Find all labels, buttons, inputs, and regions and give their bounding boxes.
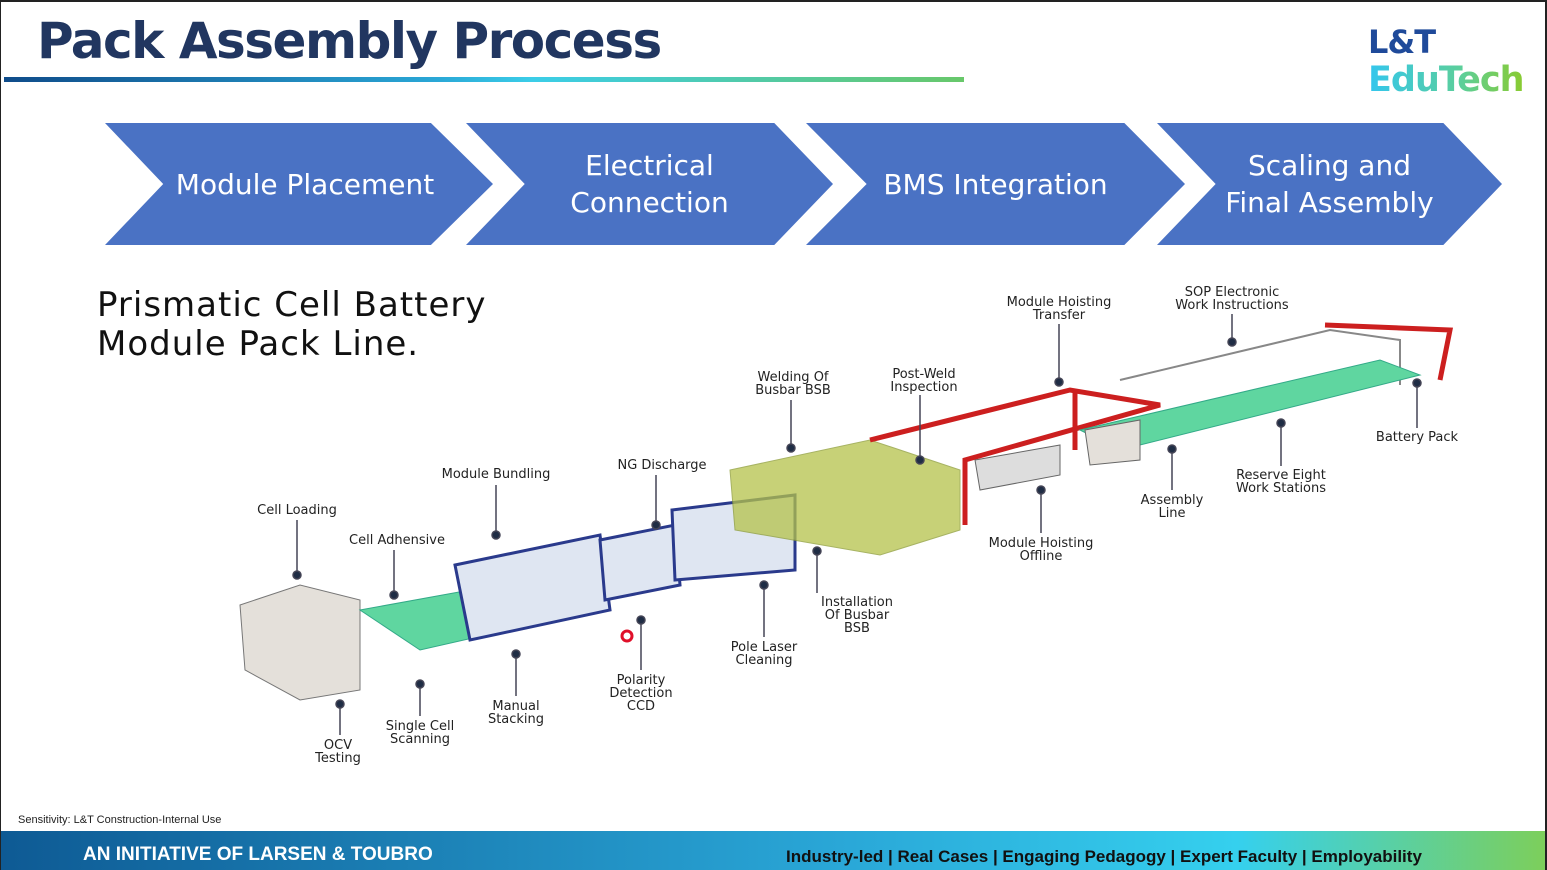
label-module-bundling: Module Bundling xyxy=(441,467,551,482)
line-illustration xyxy=(239,322,1454,701)
step-label: Scaling and Final Assembly xyxy=(1225,149,1434,219)
title-underline xyxy=(4,77,964,82)
footer-tagline: Industry-led | Real Cases | Engaging Ped… xyxy=(786,847,1422,866)
label-pole-laser: Pole Laser Cleaning xyxy=(730,640,798,668)
label-installation-busbar: Installation Of Busbar BSB xyxy=(820,595,894,636)
label-sop: SOP Electronic Work Instructions xyxy=(1175,285,1289,313)
label-cell-loading: Cell Loading xyxy=(257,503,337,518)
logo-line2: EduTech xyxy=(1368,60,1525,100)
step-label: BMS Integration xyxy=(883,167,1108,201)
label-assembly-line: Assembly Line xyxy=(1140,493,1204,521)
footer-bar xyxy=(0,831,1547,870)
lt-edutech-logo: L&T EduTech xyxy=(1368,23,1525,100)
label-ng-discharge: NG Discharge xyxy=(617,458,707,473)
label-single-cell: Single Cell Scanning xyxy=(385,719,455,747)
label-battery-pack: Battery Pack xyxy=(1375,430,1459,445)
label-hoisting-offline: Module Hoisting Offline xyxy=(988,536,1094,564)
step-electrical-connection: Electrical Connection xyxy=(466,123,833,245)
label-polarity-ccd: Polarity Detection CCD xyxy=(609,673,673,714)
logo-line1: L&T xyxy=(1368,23,1436,61)
step-module-placement: Module Placement xyxy=(105,123,493,245)
step-bms-integration: BMS Integration xyxy=(806,123,1185,245)
page-title: Pack Assembly Process xyxy=(37,12,662,70)
label-ocv-testing: OCV Testing xyxy=(315,738,361,766)
diagram-title: Prismatic Cell Battery Module Pack Line. xyxy=(97,285,487,364)
label-hoisting-transfer: Module Hoisting Transfer xyxy=(1006,295,1112,323)
footer-initiative: AN INITIATIVE OF LARSEN & TOUBRO xyxy=(83,844,433,865)
label-post-weld: Post-Weld Inspection xyxy=(890,367,958,395)
label-cell-adhensive: Cell Adhensive xyxy=(349,533,445,548)
pointer-marker-icon xyxy=(620,629,634,643)
label-manual-stacking: Manual Stacking xyxy=(487,699,545,727)
sensitivity-label: Sensitivity: L&T Construction-Internal U… xyxy=(18,814,222,826)
step-label: Module Placement xyxy=(175,167,435,201)
label-reserve-stations: Reserve Eight Work Stations xyxy=(1235,468,1327,496)
pin-lines xyxy=(292,314,1422,735)
step-label: Electrical Connection xyxy=(570,149,729,219)
label-welding-busbar: Welding Of Busbar BSB xyxy=(755,370,831,398)
